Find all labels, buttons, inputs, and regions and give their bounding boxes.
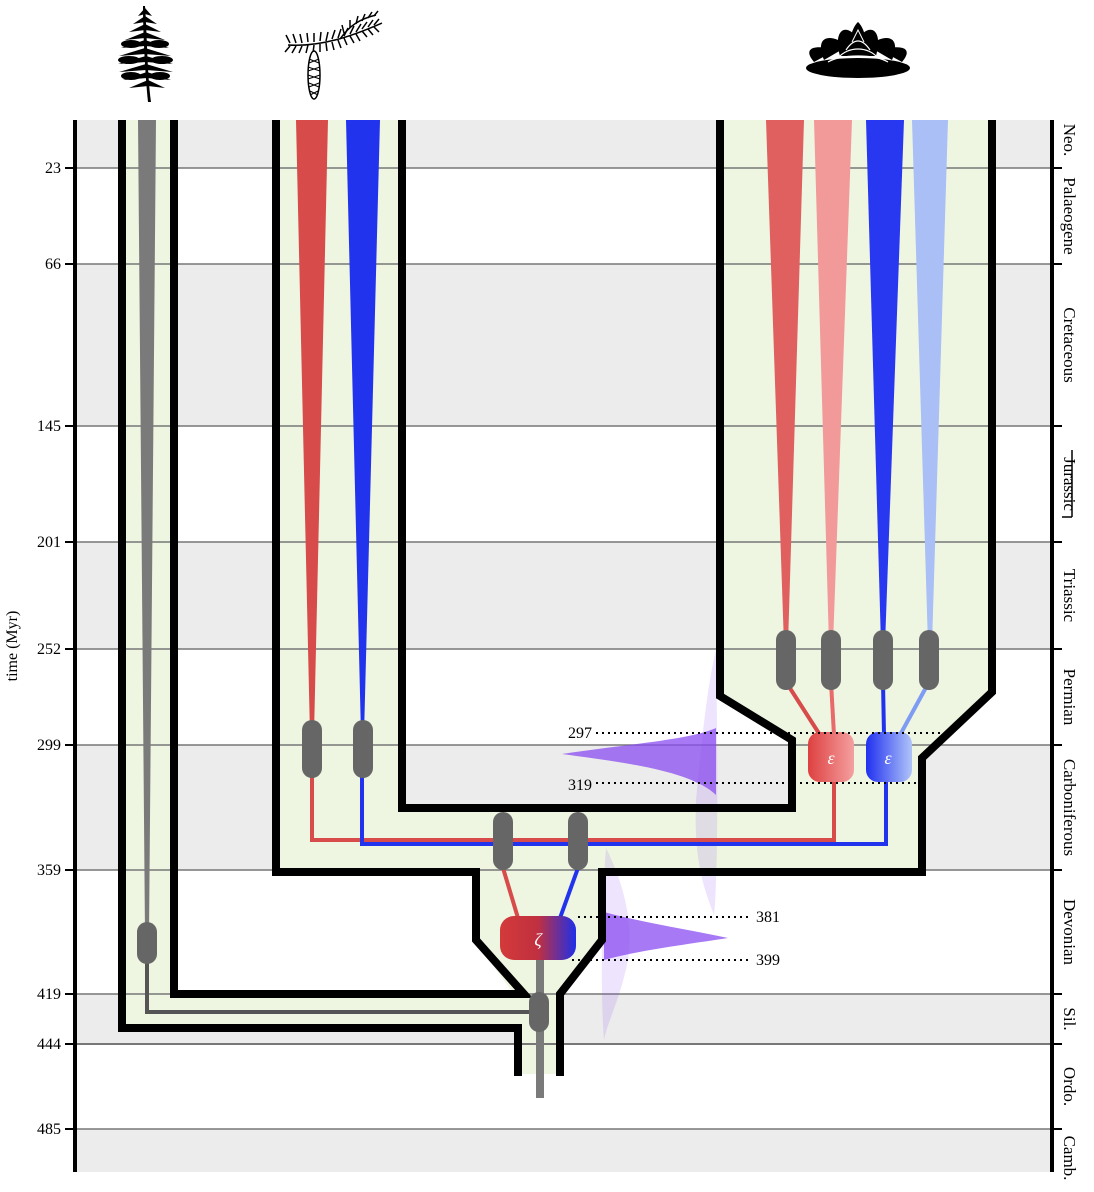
axis-title: time (Myr) xyxy=(4,611,21,682)
period-label: Triassic xyxy=(1060,569,1079,623)
period-label: Camb. xyxy=(1060,1136,1079,1181)
axis-tick-label: 201 xyxy=(37,534,61,551)
period-band xyxy=(77,1129,1050,1172)
period-label: Jurassic xyxy=(1060,457,1079,511)
period-label: Sil. xyxy=(1060,1007,1079,1030)
gene-lineages xyxy=(138,120,948,1098)
epsilon-red-label: ε xyxy=(827,748,835,768)
period-label: Neo. xyxy=(1060,124,1079,157)
axis-tick-label: 485 xyxy=(37,1121,61,1138)
zeta-label: ζ xyxy=(534,930,543,950)
time-axis: 23 66 145 201 252 299 359 419 444 485 time (Myr) xyxy=(4,120,77,1172)
annotation-381: 381 xyxy=(756,909,780,926)
duplication-events: ζ ε ε xyxy=(500,732,912,960)
axis-tick-label: 145 xyxy=(37,418,61,435)
species-tree-fill xyxy=(120,120,994,1074)
annotation-319: 319 xyxy=(568,777,592,794)
conifer-icon xyxy=(284,10,383,100)
period-label: Carboniferous xyxy=(1060,759,1079,856)
axis-tick-label: 66 xyxy=(45,256,61,273)
axis-tick-label: 252 xyxy=(37,641,61,658)
period-label: Ordo. xyxy=(1060,1067,1079,1106)
fern-icon xyxy=(118,6,173,102)
age-annotations: 297 319 381 399 xyxy=(568,725,944,969)
annotation-297: 297 xyxy=(568,725,592,742)
water-lily-icon xyxy=(806,22,910,78)
species-tree-outline xyxy=(118,120,996,1076)
axis-tick-label: 299 xyxy=(37,737,61,754)
epsilon-blue-label: ε xyxy=(884,748,892,768)
gene-copy-nodes xyxy=(137,630,939,1032)
period-axis: Neo. PalaeogeneCretaceousJurassicTriassic… xyxy=(1050,120,1079,1181)
annotation-399: 399 xyxy=(756,952,780,969)
axis-tick-label: 444 xyxy=(37,1036,61,1053)
period-label: Cretaceous xyxy=(1060,307,1079,383)
period-label: Devonian xyxy=(1060,899,1079,966)
axis-tick-label: 23 xyxy=(45,160,61,177)
axis-tick-label: 359 xyxy=(37,862,61,879)
divergence-density xyxy=(562,650,728,1040)
period-label: Palaeogene xyxy=(1060,177,1079,254)
period-label: Permian xyxy=(1060,669,1079,726)
axis-tick-label: 419 xyxy=(37,986,61,1003)
